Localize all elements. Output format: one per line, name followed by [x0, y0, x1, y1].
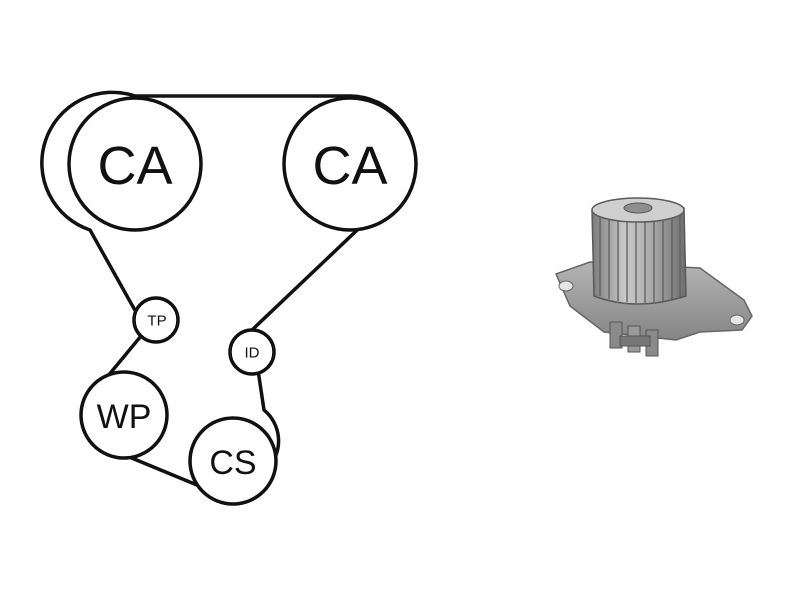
pulley-label-crank: CS: [209, 444, 256, 482]
water-pump-photo: [554, 197, 753, 357]
belt-routing-diagram: CA CA TP ID WP CS: [40, 90, 418, 506]
pulley-label-cam-left: CA: [97, 136, 172, 196]
pulley-cam-left: CA: [67, 96, 203, 232]
pulley-cam-right: CA: [282, 96, 418, 232]
pulley-label-cam-right: CA: [312, 136, 387, 196]
pulley-tensioner: TP: [132, 296, 180, 344]
pulley-label-water-pump: WP: [97, 398, 152, 436]
pulley-crank: CS: [188, 416, 278, 506]
pulley-water-pump: WP: [79, 370, 169, 460]
pulley-label-tensioner: TP: [147, 313, 166, 330]
pulley-idler: ID: [228, 328, 276, 376]
pulley-label-idler: ID: [245, 345, 260, 362]
